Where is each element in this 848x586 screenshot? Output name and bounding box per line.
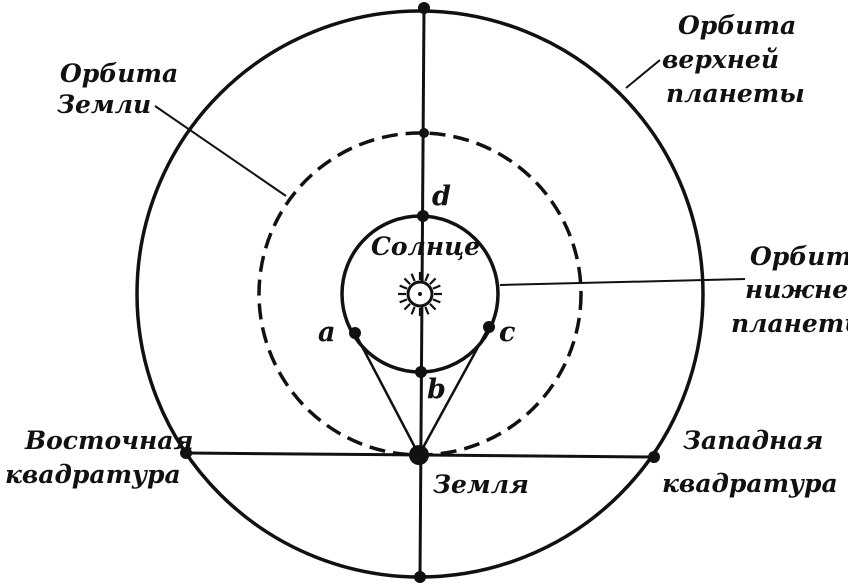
sun-ray <box>399 284 408 290</box>
earth-marker <box>409 445 429 465</box>
point-c <box>483 321 495 333</box>
point-top-earth-orbit <box>419 128 429 138</box>
point-b-label: b <box>427 374 446 405</box>
western-quadrature-label: Западная квадратура <box>662 426 838 498</box>
sightline-earth-c <box>417 326 491 456</box>
sun-ray <box>432 284 441 290</box>
sun-label: Солнце <box>371 232 480 261</box>
earth-orbit-label: Орбита Земли <box>57 59 187 119</box>
point-western-quadrature <box>648 451 660 463</box>
sun-ray <box>429 303 437 311</box>
point-a-label: a <box>318 317 336 348</box>
outer-orbit-label: Орбита верхней планеты <box>662 11 805 108</box>
eastern-quadrature-label: Восточная квадратура <box>5 426 202 489</box>
sun-ray <box>432 298 441 304</box>
point-c-label: c <box>499 317 515 348</box>
point-d <box>417 210 429 222</box>
sun-ray <box>403 303 411 311</box>
sun-ray <box>410 306 416 315</box>
leader-outer-orbit <box>625 59 661 89</box>
sun-ray <box>424 273 430 282</box>
sightline-earth-a <box>353 332 421 456</box>
leader-earth-orbit <box>154 105 287 197</box>
sun-ray <box>424 306 430 315</box>
leader-inner-orbit <box>499 278 746 286</box>
point-bottom-outer <box>414 571 426 583</box>
point-top-outer <box>418 2 430 14</box>
point-d-label: d <box>432 181 451 212</box>
sun-icon <box>398 272 442 316</box>
point-a <box>349 327 361 339</box>
sun-ray <box>410 273 416 282</box>
inner-orbit-label: Орбита нижней планеты <box>731 242 848 338</box>
earth-label: Земля <box>433 470 529 499</box>
sun-ray <box>403 277 411 285</box>
point-eastern-quadrature <box>180 447 192 459</box>
point-b <box>415 366 427 378</box>
sun-ray <box>399 298 408 304</box>
sun-ray <box>429 277 437 285</box>
